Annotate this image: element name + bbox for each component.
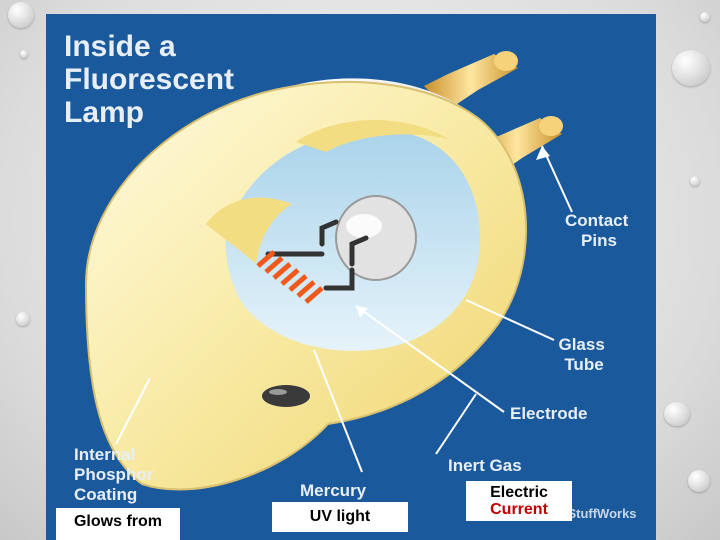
water-droplet [16, 312, 30, 326]
callout-electrode: Electrode [510, 404, 587, 423]
water-droplet [672, 50, 710, 86]
callout-glass-tube: Glass Tube [558, 335, 609, 374]
overlay-glows-from-label: Glows from [56, 508, 180, 540]
overlay-electric-text: Electric [466, 484, 572, 501]
overlay-uv-light-label: UV light [272, 502, 408, 532]
overlay-current-text: Current [466, 501, 572, 518]
callout-mercury: Mercury [300, 481, 367, 500]
overlay-electric-current-label: Electric Current [466, 481, 572, 521]
water-droplet [690, 176, 700, 186]
water-droplet [700, 12, 710, 22]
water-droplet [664, 402, 690, 426]
water-droplet [688, 470, 710, 492]
fluorescent-lamp-diagram: Inside a Fluorescent Lamp [46, 14, 656, 540]
water-droplet [20, 50, 28, 58]
mercury-droplet [262, 385, 310, 407]
electrode-stem [336, 196, 416, 280]
callout-inert-gas: Inert Gas [448, 456, 522, 475]
water-droplet [8, 2, 34, 28]
